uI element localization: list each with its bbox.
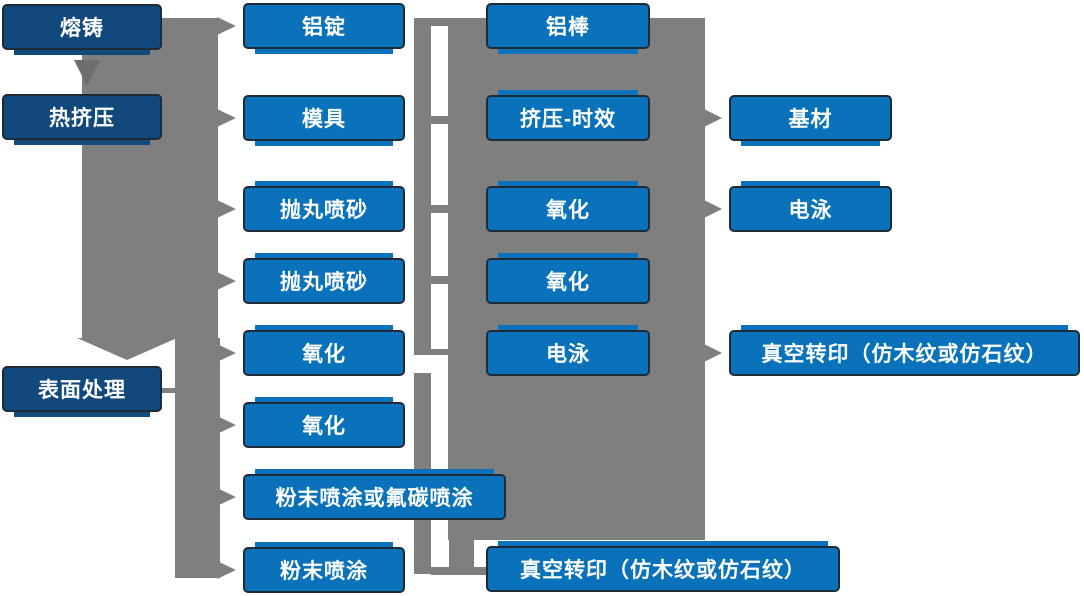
node-oxidation-3: 氧化: [486, 181, 650, 232]
arrow-right-to-aluminum-ingot-icon: [217, 17, 236, 35]
arrow-down-to-surface-treatment-icon: [77, 338, 177, 360]
arrow-right-to-vacuum-transfer-2-icon: [704, 344, 722, 362]
node-oxidation-1: 氧化: [243, 325, 405, 376]
connector-stub-row4: [431, 276, 448, 284]
node-shot-blasting-2: 抛丸喷砂: [243, 253, 405, 304]
connector-stub-row1: [431, 18, 448, 26]
connector-slab-left-lower: [175, 338, 220, 578]
node-vacuum-transfer-print-1: 真空转印（仿木纹或仿石纹）: [486, 541, 840, 592]
node-powder-coating: 粉末喷涂: [243, 542, 405, 593]
node-powder-or-fluorocarbon-coating: 粉末喷涂或氟碳喷涂: [243, 469, 506, 520]
node-vacuum-transfer-print-2: 真空转印（仿木纹或仿石纹）: [729, 325, 1080, 376]
node-mold: 模具: [243, 95, 405, 146]
arrow-right-to-shot-blasting-2-icon: [217, 272, 236, 290]
connector-stub-row2: [431, 116, 448, 124]
connector-slab-left: [82, 18, 218, 338]
connector-stub-surface-treatment: [162, 388, 176, 393]
node-electrophoresis-1: 电泳: [486, 325, 650, 376]
node-electrophoresis-2: 电泳: [729, 181, 892, 232]
node-extrusion-aging: 挤压-时效: [486, 90, 650, 141]
node-surface-treatment: 表面处理: [2, 366, 162, 417]
arrow-right-to-oxidation-2-icon: [217, 416, 236, 434]
connector-stub-row5: [431, 349, 448, 355]
arrow-right-to-electrophoresis-2-icon: [704, 200, 722, 218]
connector-stub-row3: [431, 205, 448, 213]
node-aluminum-rod: 铝棒: [486, 3, 650, 54]
node-aluminum-ingot: 铝锭: [243, 3, 405, 54]
connector-vertical-mid-upper: [414, 18, 431, 355]
node-hot-extrusion: 热挤压: [2, 94, 162, 145]
connector-vertical-bottom-elbow: [449, 538, 474, 574]
arrow-right-to-powder-fluorocarbon-icon: [217, 488, 236, 506]
arrow-right-to-base-material-icon: [704, 109, 722, 127]
arrow-right-to-powder-coating-icon: [217, 561, 236, 579]
arrow-down-to-hot-extrusion-icon: [74, 60, 100, 86]
arrow-right-to-shot-blasting-1-icon: [217, 200, 236, 218]
arrow-right-to-oxidation-1-icon: [217, 344, 236, 362]
node-base-material: 基材: [729, 95, 892, 146]
node-oxidation-2: 氧化: [243, 397, 405, 448]
node-shot-blasting-1: 抛丸喷砂: [243, 181, 405, 232]
node-melting-casting: 熔铸: [2, 4, 162, 55]
arrow-right-to-mold-icon: [217, 109, 236, 127]
node-oxidation-4: 氧化: [486, 253, 650, 304]
